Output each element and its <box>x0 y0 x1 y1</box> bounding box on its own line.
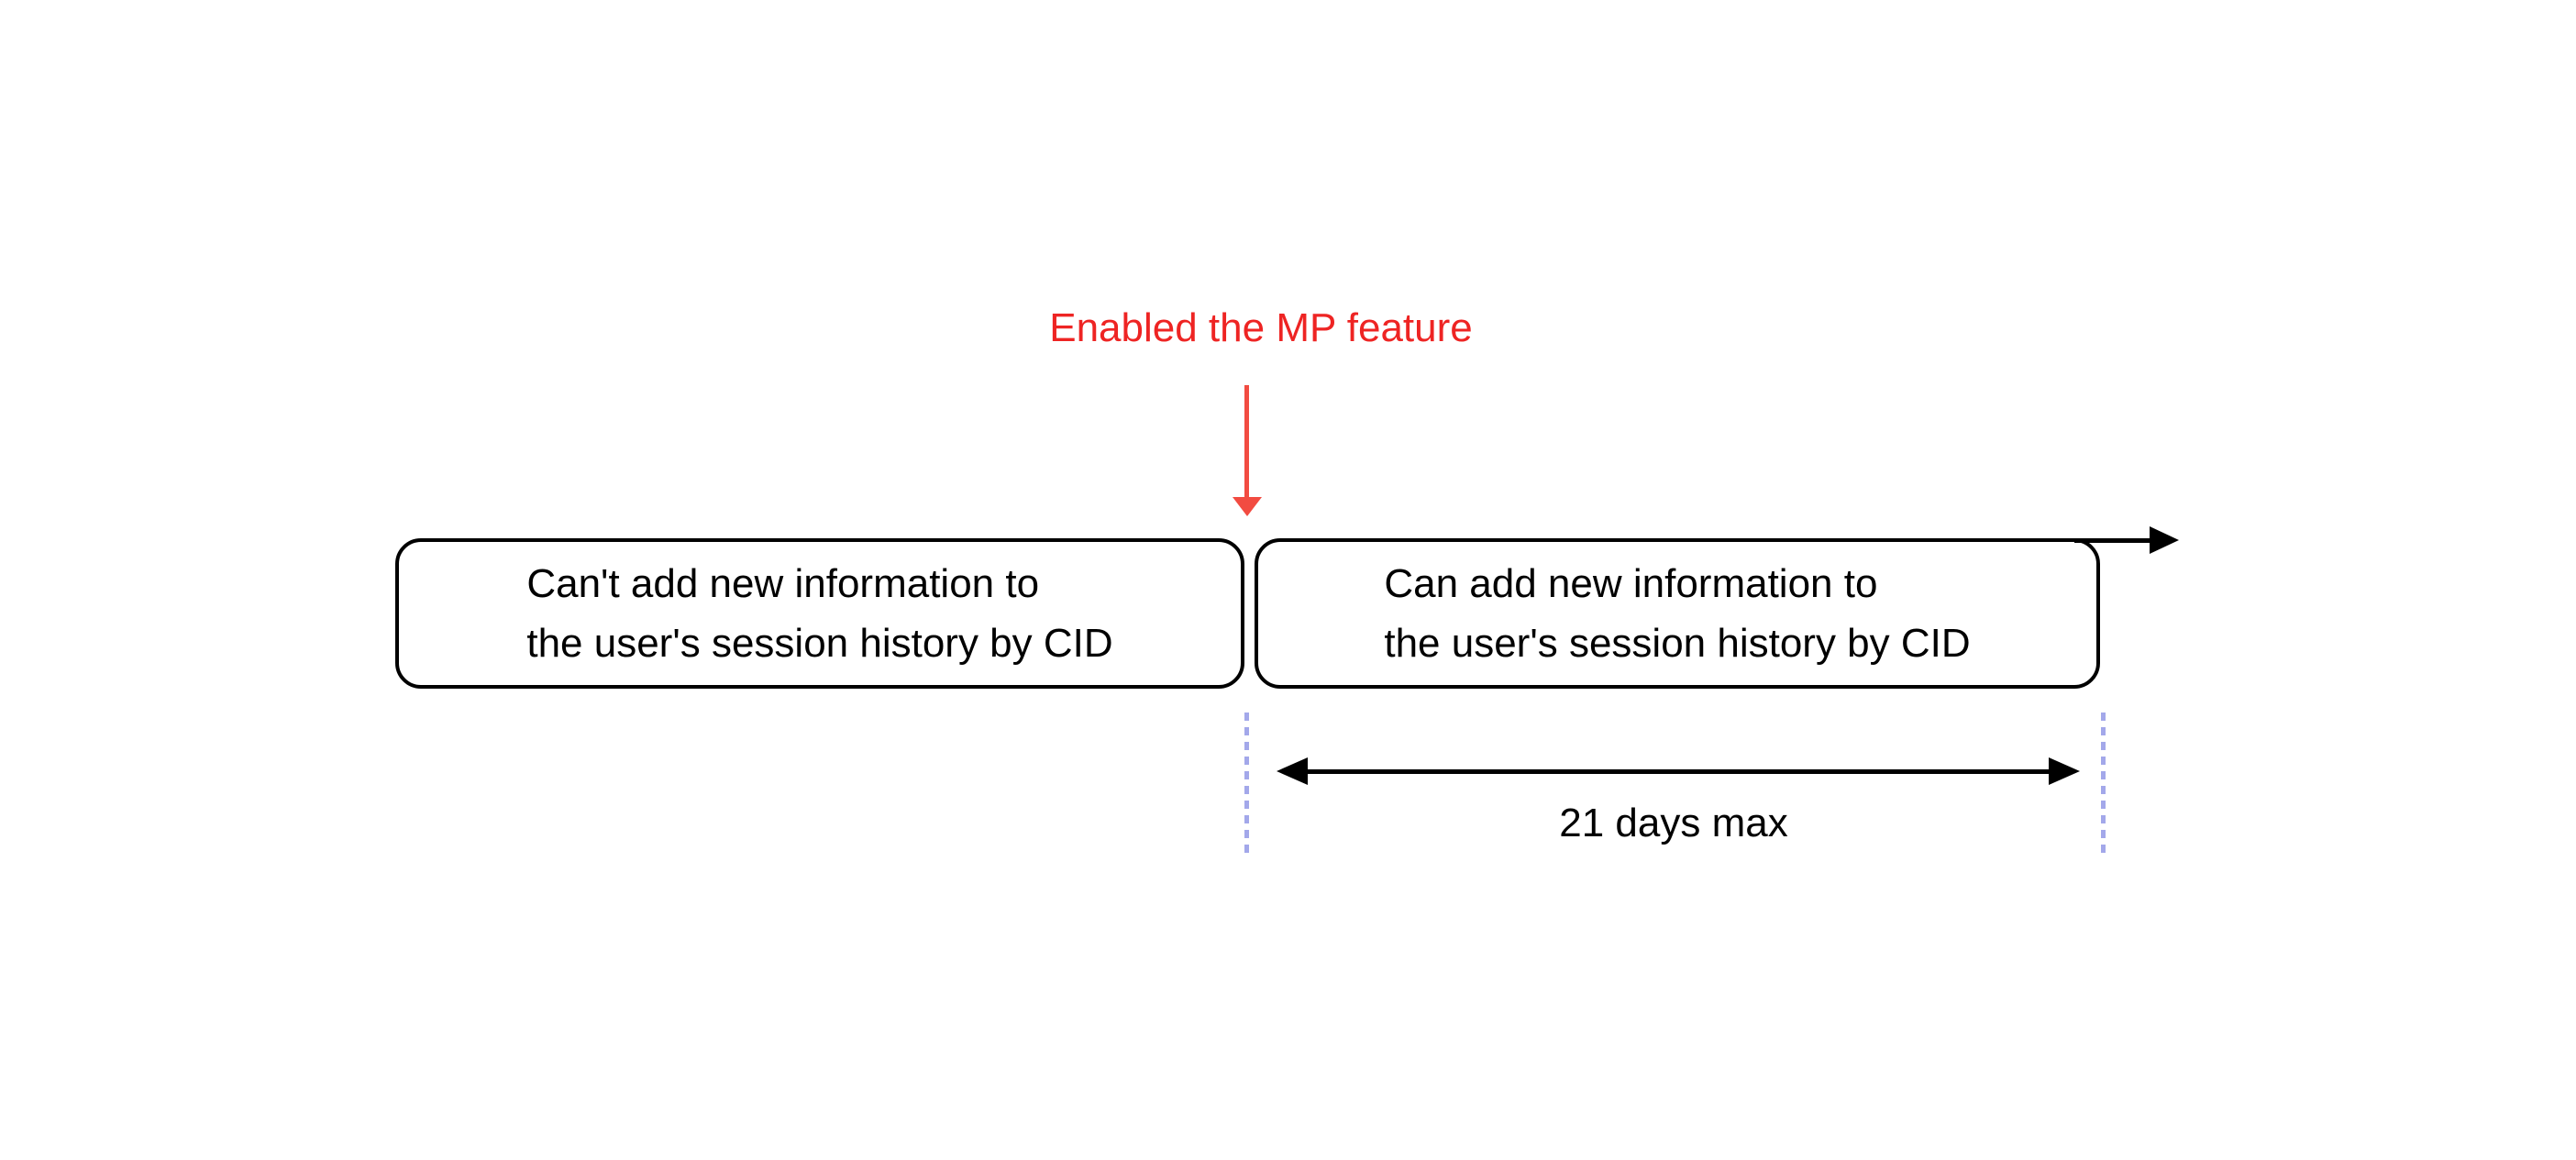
annotation-arrow-shaft <box>1244 385 1249 499</box>
annotation-label: Enabled the MP feature <box>1049 305 1473 350</box>
box-after-line2: the user's session history by CID <box>1384 621 1971 666</box>
timeline-box-after-mp: Can add new information to the user's se… <box>1255 538 2100 689</box>
box-after-line1: Can add new information to <box>1384 561 1878 606</box>
box-before-line2: the user's session history by CID <box>526 621 1113 666</box>
timeline-box-before-mp: Can't add new information to the user's … <box>395 538 1244 689</box>
duration-arrow-shaft <box>1295 769 2065 774</box>
right-arrow-icon <box>2150 526 2179 554</box>
down-arrow-icon <box>1233 497 1262 516</box>
guide-line-right <box>2101 713 2106 857</box>
box-before-line1: Can't add new information to <box>526 561 1040 606</box>
timeline-axis-line <box>2074 538 2164 543</box>
right-arrowhead-icon <box>2049 757 2080 785</box>
duration-label: 21 days max <box>1559 801 1788 845</box>
guide-line-left <box>1244 713 1249 857</box>
